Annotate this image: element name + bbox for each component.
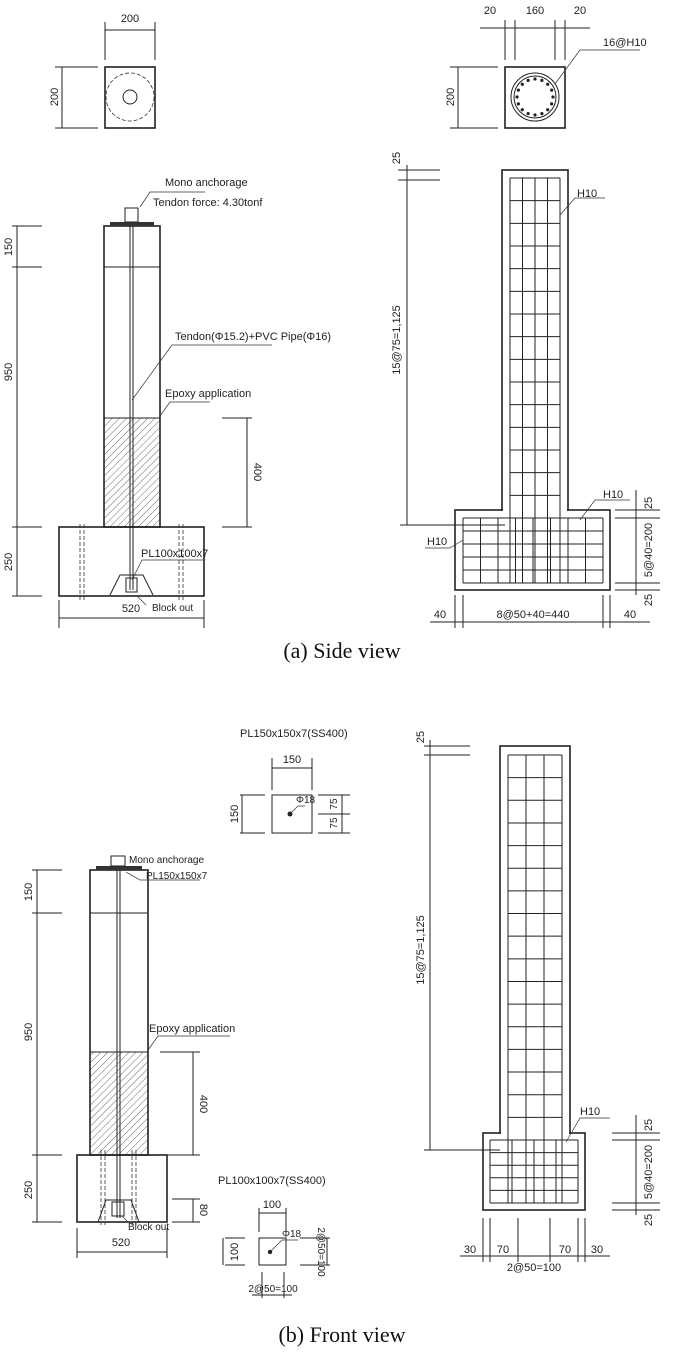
side-section-right: 20 160 20 200 16@H10	[445, 5, 647, 129]
dim-top: 200	[121, 13, 139, 25]
dim-right: 2@50=100	[315, 1227, 326, 1277]
rebar-dot	[546, 82, 550, 86]
dim-950: 950	[23, 1023, 35, 1041]
label-plate: PL100x100x7	[141, 548, 208, 560]
dim-top: 150	[283, 754, 301, 766]
label-tendon-force: Tendon force: 4.30tonf	[153, 197, 263, 209]
dim-520: 520	[112, 1237, 130, 1249]
label-block-out: Block out	[152, 603, 193, 614]
dim-right-mid: 5@40=200	[643, 523, 655, 577]
dim-400: 400	[251, 463, 263, 481]
rebar-dot	[526, 78, 530, 82]
rebar-dot	[526, 112, 530, 116]
dim-bottom-1: 30	[464, 1244, 476, 1256]
rebar-label: 16@H10	[603, 37, 647, 49]
side-elevation: 150 950 250 400 520 Mono anchorage Tendo…	[3, 177, 331, 628]
dim-left: 100	[229, 1243, 241, 1261]
label-mono-anchorage: Mono anchorage	[129, 855, 204, 866]
rebar-label: H10	[580, 1106, 600, 1118]
mono-anchorage-icon	[110, 855, 126, 867]
label-mono-anchorage: Mono anchorage	[165, 177, 248, 189]
dim-top-center: 160	[526, 5, 544, 17]
dim-left: 150	[229, 805, 241, 823]
dim-right-top: 25	[643, 1119, 655, 1131]
dim-right-bottom: 75	[329, 817, 340, 829]
rebar-label-footing-top: H10	[603, 489, 623, 501]
rebar-label-footing-side: H10	[427, 536, 447, 548]
label-block-out: Block out	[128, 1222, 169, 1233]
label-epoxy: Epoxy application	[149, 1023, 235, 1035]
rebar-dot	[540, 78, 544, 82]
front-top-plate: PL150x150x7(SS400) 150 150 75 75 Φ18	[229, 728, 350, 834]
dim-150: 150	[23, 883, 35, 901]
rebar-dot	[533, 77, 537, 81]
hole-label: Φ18	[282, 1229, 302, 1240]
dim-bottom: 2@50=100	[248, 1284, 298, 1295]
side-section-left: 200 200	[49, 13, 156, 129]
rebar-label-column: H10	[577, 188, 597, 200]
caption-side-view: (a) Side view	[283, 638, 400, 663]
rebar-dot	[546, 108, 550, 112]
dim-bottom-total: 2@50=100	[507, 1262, 561, 1274]
dim-left: 200	[445, 88, 457, 106]
dim-left: 200	[49, 88, 61, 106]
dim-right-top: 75	[329, 798, 340, 810]
anchor-plate	[110, 222, 154, 226]
dim-top-left: 20	[484, 5, 496, 17]
rebar-dot	[520, 82, 524, 86]
rebar-dot	[533, 113, 537, 117]
dim-250: 250	[23, 1181, 35, 1199]
dim-bottom-2: 70	[497, 1244, 509, 1256]
dim-right-top: 25	[643, 497, 655, 509]
rebar-dot	[520, 108, 524, 112]
dim-top: 25	[415, 731, 427, 743]
plate-title: PL150x150x7(SS400)	[240, 728, 348, 740]
label-tendon: Tendon(Φ15.2)+PVC Pipe(Φ16)	[175, 331, 331, 343]
dim-column: 15@75=1,125	[415, 915, 427, 985]
front-bottom-plate: PL100x100x7(SS400) 100 100 2@50=100 2@50…	[218, 1175, 330, 1298]
dim-top: 25	[391, 152, 403, 164]
dim-bottom-4: 30	[591, 1244, 603, 1256]
dim-80: 80	[197, 1204, 209, 1216]
dim-950: 950	[3, 363, 15, 381]
rebar-dot	[551, 95, 555, 99]
rebar-dot	[550, 88, 554, 92]
dim-column: 15@75=1,125	[391, 305, 403, 375]
rebar-dot	[516, 102, 520, 106]
dim-right-bottom: 25	[643, 1214, 655, 1226]
dim-bottom-3: 70	[559, 1244, 571, 1256]
rebar-dot	[516, 88, 520, 92]
rebar-dot	[540, 112, 544, 116]
side-rebar: 25 15@75=1,125 25 5@40=200 25 40 8@50+40…	[391, 152, 660, 628]
dim-150: 150	[3, 238, 15, 256]
label-epoxy: Epoxy application	[165, 388, 251, 400]
dim-right-bottom: 25	[643, 594, 655, 606]
rebar-dot	[550, 102, 554, 106]
dim-top: 100	[263, 1199, 281, 1211]
mono-anchorage-icon	[124, 207, 139, 223]
plate-title: PL100x100x7(SS400)	[218, 1175, 326, 1187]
dim-right-mid: 5@40=200	[643, 1145, 655, 1199]
front-rebar: 25 15@75=1,125 25 5@40=200 25 30 70 70 3…	[415, 731, 660, 1274]
dim-bottom-left: 40	[434, 609, 446, 621]
dim-top-right: 20	[574, 5, 586, 17]
rebar-dot	[515, 95, 519, 99]
dim-520: 520	[122, 603, 140, 615]
hole-label: Φ18	[296, 795, 316, 806]
label-plate: PL150x150x7	[146, 871, 208, 882]
dim-bottom-right: 40	[624, 609, 636, 621]
dim-bottom-mid: 8@50+40=440	[497, 609, 570, 621]
caption-front-view: (b) Front view	[278, 1322, 405, 1347]
dim-250: 250	[3, 553, 15, 571]
front-elevation: 150 950 250 400 80 520 Mono anchorage PL…	[23, 855, 235, 1258]
dim-400: 400	[197, 1095, 209, 1113]
